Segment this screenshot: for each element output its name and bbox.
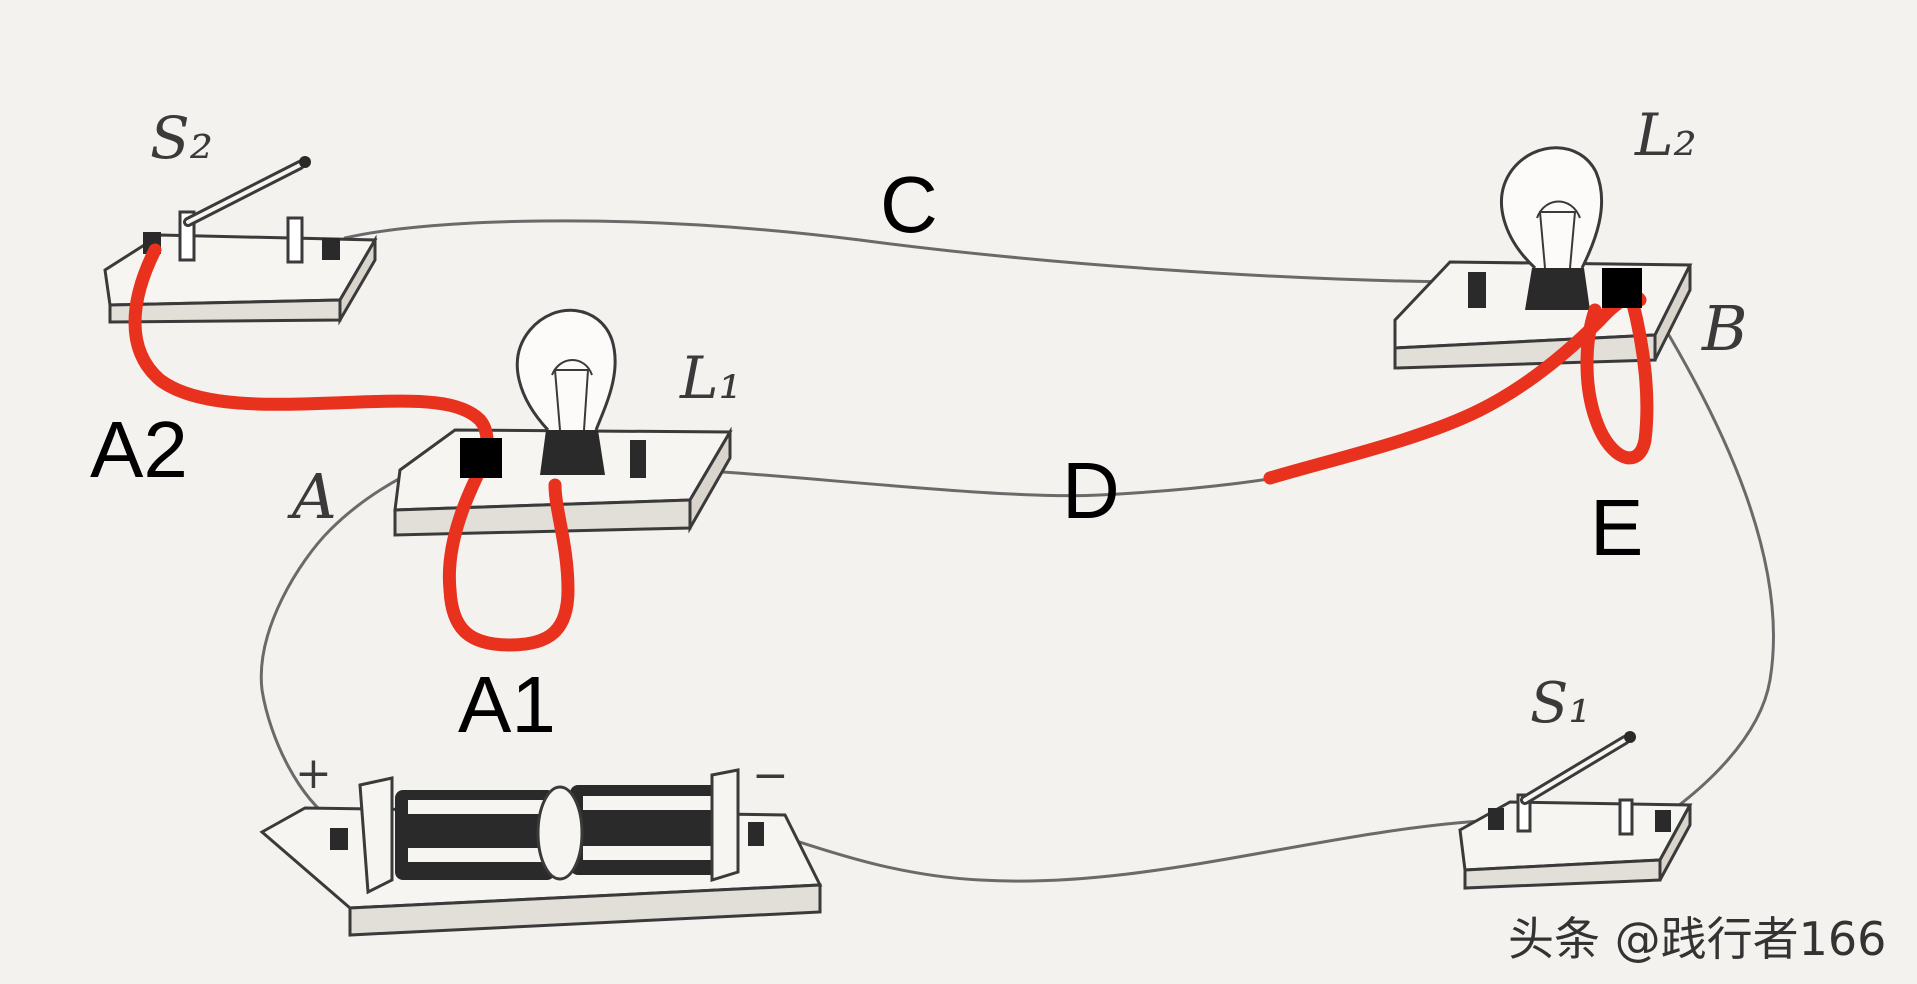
- wire-c: [343, 219, 1457, 284]
- label-a2: A2: [90, 405, 188, 494]
- label-minus: −: [752, 750, 789, 801]
- label-s2: S₂: [150, 104, 213, 172]
- label-s1: S₁: [1530, 671, 1591, 736]
- switch-s2: [103, 156, 378, 326]
- wire-l2-s1: [1658, 318, 1775, 814]
- wire-battery-a: [259, 466, 422, 824]
- switch-s1: [1458, 731, 1693, 890]
- watermark-text: 头条 @践行者166: [1508, 912, 1886, 966]
- label-d: D: [1062, 446, 1120, 535]
- label-e: E: [1590, 483, 1643, 572]
- label-l2: L₂: [1634, 101, 1697, 169]
- original-wires: [259, 219, 1775, 883]
- red-wire-loop-e: [1580, 293, 1654, 465]
- marker-l2-terminal: [1602, 268, 1642, 308]
- marker-l1-terminal: [460, 438, 502, 478]
- red-wire-loop-a1: [442, 453, 575, 652]
- label-b: B: [1701, 292, 1748, 365]
- wire-s1-battery: [758, 818, 1497, 883]
- label-a: A: [287, 460, 337, 533]
- label-c: C: [880, 160, 938, 249]
- label-plus: +: [295, 748, 332, 799]
- wire-d: [660, 466, 1312, 498]
- battery: [259, 768, 823, 937]
- label-l1: L₁: [679, 344, 742, 412]
- label-a1: A1: [458, 660, 556, 749]
- red-wire-s2-a2: [128, 243, 494, 465]
